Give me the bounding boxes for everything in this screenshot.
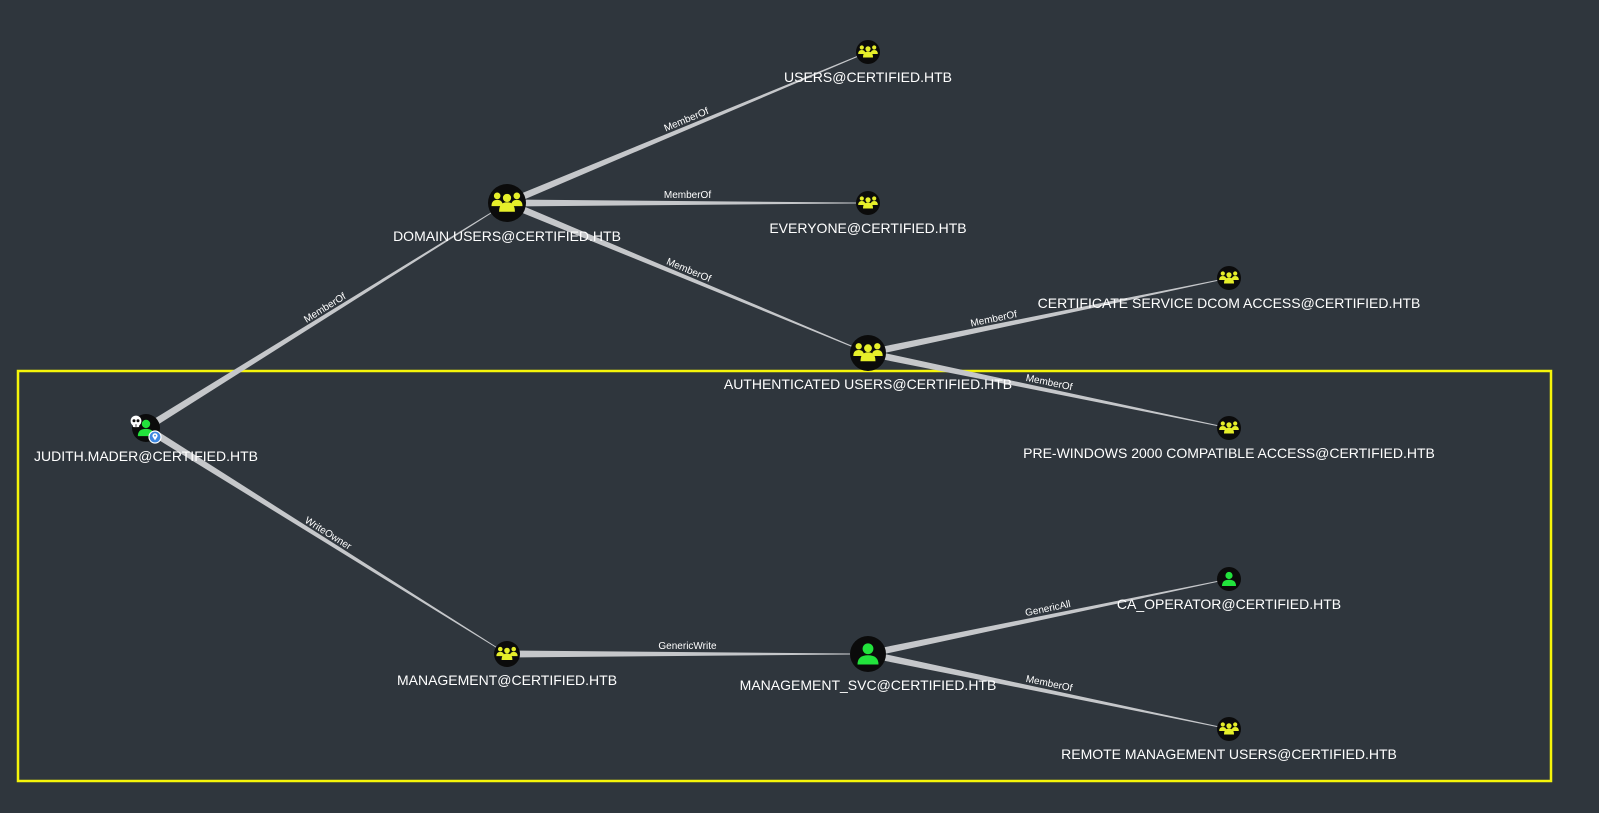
node-everyone[interactable]: EVERYONE@CERTIFIED.HTB (769, 191, 967, 236)
group-icon (491, 192, 523, 212)
group-icon (858, 196, 878, 209)
edge-label: MemberOf (664, 190, 711, 201)
node-users[interactable]: USERS@CERTIFIED.HTB (784, 40, 952, 85)
edge-line (505, 199, 869, 354)
node-pre-win2000[interactable]: PRE-WINDOWS 2000 COMPATIBLE ACCESS@CERTI… (1023, 416, 1435, 461)
edge-line (144, 202, 508, 431)
skull-icon (130, 415, 142, 428)
node-label: CERTIFICATE SERVICE DCOM ACCESS@CERTIFIE… (1038, 295, 1421, 311)
edge-line (867, 578, 1230, 658)
group-icon (496, 646, 518, 660)
node-cert-dcom[interactable]: CERTIFICATE SERVICE DCOM ACCESS@CERTIFIE… (1038, 266, 1421, 311)
node-label: MANAGEMENT@CERTIFIED.HTB (397, 672, 617, 688)
edge-line (507, 199, 868, 207)
nodes-layer: JUDITH.MADER@CERTIFIED.HTB DOMAIN USERS@C… (34, 40, 1435, 762)
node-label: JUDITH.MADER@CERTIFIED.HTB (34, 448, 258, 464)
node-domain-users[interactable]: DOMAIN USERS@CERTIFIED.HTB (393, 184, 621, 244)
node-label: USERS@CERTIFIED.HTB (784, 69, 952, 85)
node-judith[interactable]: JUDITH.MADER@CERTIFIED.HTB (34, 414, 258, 464)
group-icon (1219, 421, 1239, 434)
edge-line (144, 425, 508, 655)
edge-line (507, 650, 868, 658)
node-management-svc[interactable]: MANAGEMENT_SVC@CERTIFIED.HTB (740, 636, 997, 693)
edge-auth-users-to-cert-dcom[interactable]: MemberOf (867, 277, 1230, 357)
node-label: EVERYONE@CERTIFIED.HTB (769, 220, 966, 236)
edge-line (867, 349, 1230, 429)
edge-management-svc-to-ca-operator[interactable]: GenericAll (867, 578, 1230, 658)
edge-line (505, 51, 869, 207)
node-remote-mgmt[interactable]: REMOTE MANAGEMENT USERS@CERTIFIED.HTB (1061, 717, 1397, 762)
group-icon (858, 45, 878, 58)
user-icon (1222, 571, 1236, 586)
edge-management-to-management-svc[interactable]: GenericWrite (507, 641, 868, 658)
edge-label: WriteOwner (303, 515, 354, 553)
node-label: AUTHENTICATED USERS@CERTIFIED.HTB (724, 376, 1012, 392)
node-auth-users[interactable]: AUTHENTICATED USERS@CERTIFIED.HTB (724, 335, 1012, 392)
node-ca-operator[interactable]: CA_OPERATOR@CERTIFIED.HTB (1117, 567, 1341, 612)
user-icon (857, 643, 879, 665)
group-icon (853, 343, 883, 362)
node-label: REMOTE MANAGEMENT USERS@CERTIFIED.HTB (1061, 746, 1397, 762)
node-label: DOMAIN USERS@CERTIFIED.HTB (393, 228, 621, 244)
group-icon (1219, 722, 1239, 735)
edges-layer: MemberOfMemberOfMemberOfMemberOfMemberOf… (144, 51, 1230, 730)
node-label: MANAGEMENT_SVC@CERTIFIED.HTB (740, 677, 997, 693)
edge-line (867, 277, 1230, 357)
edge-label: GenericWrite (658, 641, 717, 652)
group-icon (1219, 271, 1239, 284)
node-management[interactable]: MANAGEMENT@CERTIFIED.HTB (397, 641, 617, 688)
node-label: PRE-WINDOWS 2000 COMPATIBLE ACCESS@CERTI… (1023, 445, 1435, 461)
pin-badge-icon (148, 430, 162, 444)
selection-box (16, 369, 1553, 783)
edge-line (867, 650, 1230, 730)
node-label: CA_OPERATOR@CERTIFIED.HTB (1117, 596, 1341, 612)
edge-domain-users-to-everyone[interactable]: MemberOf (507, 190, 868, 207)
